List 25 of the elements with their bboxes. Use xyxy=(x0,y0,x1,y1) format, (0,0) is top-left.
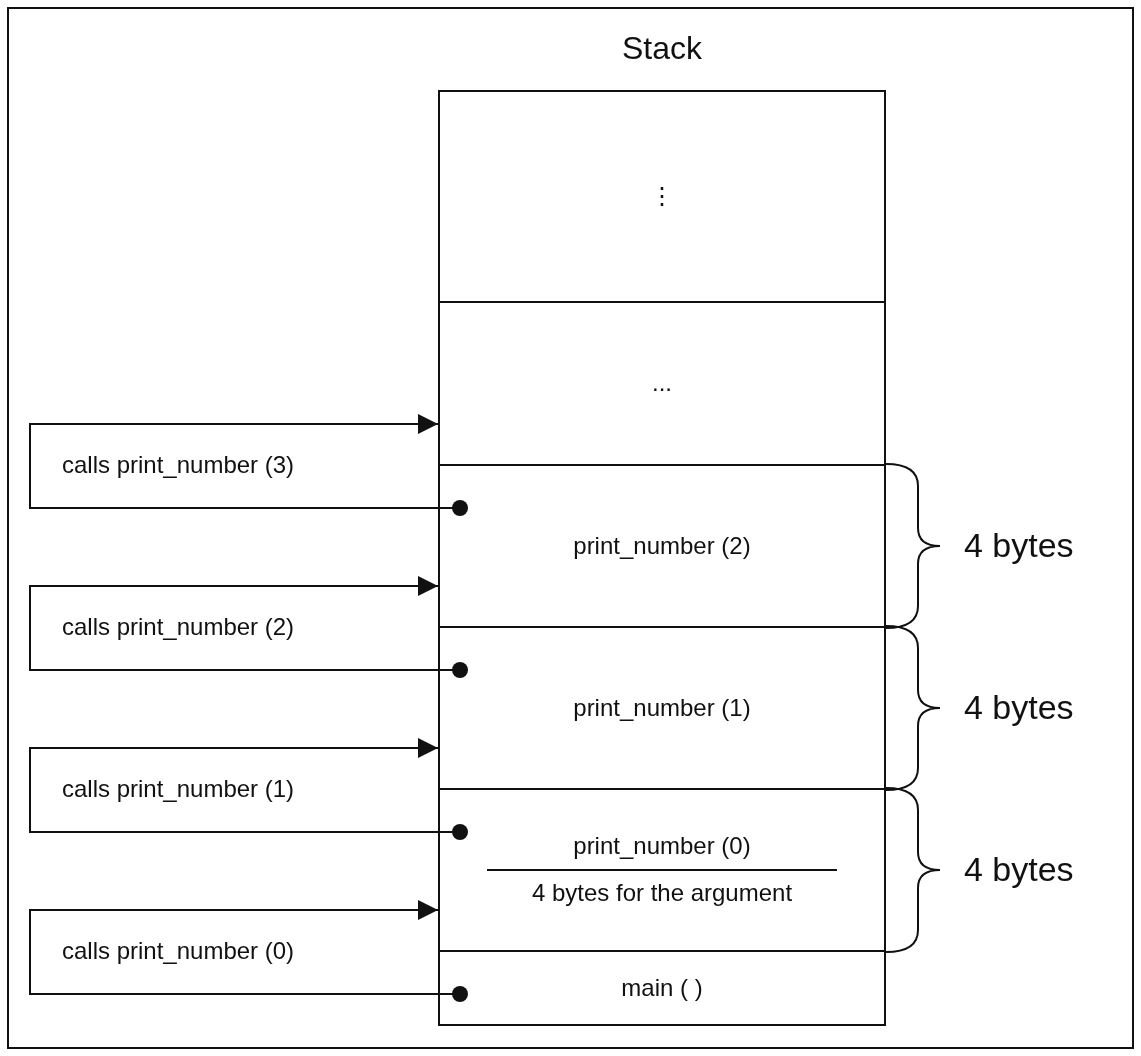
edge-label: calls print_number (2) xyxy=(62,613,295,642)
edge-label: calls print_number (0) xyxy=(62,937,295,966)
edge-label: calls print_number (1) xyxy=(62,775,295,804)
call-arrow xyxy=(29,738,468,840)
size-label: 4 bytes xyxy=(964,687,1074,728)
stack-frame xyxy=(438,788,886,952)
call-arrow xyxy=(29,900,468,1002)
section-label: print_number (0) xyxy=(573,832,751,861)
stack-frame xyxy=(438,301,886,466)
call-arrow xyxy=(29,414,468,516)
size-label: 4 bytes xyxy=(964,525,1074,566)
section-label: 4 bytes for the argument xyxy=(531,879,793,908)
size-label: 4 bytes xyxy=(964,849,1074,890)
edge-label: calls print_number (3) xyxy=(62,451,295,480)
stack-frame xyxy=(438,626,886,790)
stack-frame xyxy=(438,90,886,303)
stack-title: Stack xyxy=(621,30,703,67)
stack-frame xyxy=(438,950,886,1026)
call-arrow xyxy=(29,576,468,678)
stack-frame xyxy=(438,464,886,628)
section-label: main ( ) xyxy=(621,973,703,1003)
section-label: print_number (2) xyxy=(573,531,751,561)
section-label: print_number (1) xyxy=(573,693,751,723)
section-label: ⋮ xyxy=(650,182,674,211)
section-label: ... xyxy=(652,369,672,398)
